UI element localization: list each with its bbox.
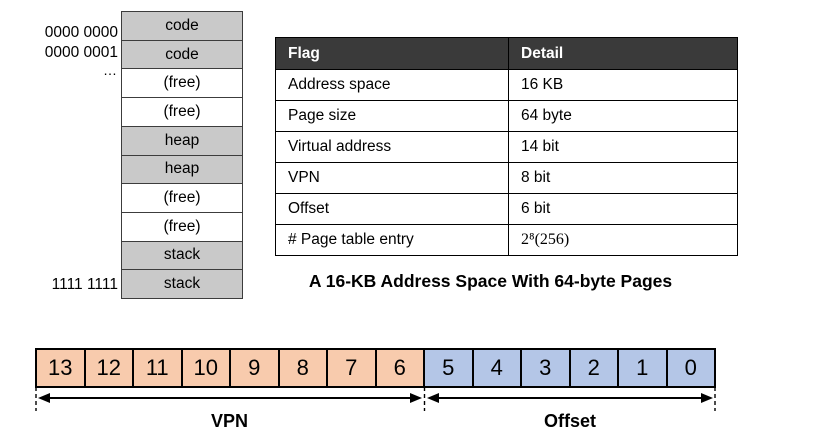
- table-row: VPN 8 bit: [275, 162, 738, 194]
- flag-detail-table: Flag Detail Address space 16 KB Page siz…: [275, 37, 738, 256]
- table-row: Page size 64 byte: [275, 100, 738, 132]
- address-ellipsis: …: [103, 62, 118, 78]
- memory-cell-free: (free): [122, 211, 242, 241]
- bit-cell-7: 7: [326, 350, 375, 386]
- detail-cell: 2⁸(256): [508, 224, 738, 256]
- flag-cell: Virtual address: [275, 131, 509, 163]
- table-row: Address space 16 KB: [275, 69, 738, 101]
- dashed-boundary-lines: [35, 387, 716, 411]
- memory-cell-free: (free): [122, 97, 242, 126]
- memory-cell-stack: stack: [122, 240, 242, 270]
- bit-cell-5: 5: [423, 350, 472, 386]
- bit-cell-4: 4: [471, 350, 520, 386]
- arrow-heads: [38, 393, 713, 403]
- table-row: Virtual address 14 bit: [275, 131, 738, 163]
- bit-cell-9: 9: [229, 350, 278, 386]
- bit-cell-10: 10: [180, 350, 229, 386]
- flag-cell: Address space: [275, 69, 509, 101]
- address-label: 1111 1111: [51, 276, 118, 293]
- bit-cell-12: 12: [83, 350, 132, 386]
- memory-cell-free: (free): [122, 183, 242, 212]
- bit-cell-2: 2: [568, 350, 617, 386]
- table-row: # Page table entry 2⁸(256): [275, 224, 738, 256]
- figure-caption: A 16-KB Address Space With 64-byte Pages: [308, 271, 673, 291]
- memory-cell-code: code: [122, 12, 242, 40]
- flag-cell: Offset: [275, 193, 509, 225]
- detail-cell: 6 bit: [508, 193, 738, 225]
- address-space-column: code code (free) (free) heap heap (free)…: [121, 11, 243, 299]
- flag-cell: VPN: [275, 162, 509, 194]
- bit-cell-3: 3: [520, 350, 569, 386]
- table-header-row: Flag Detail: [275, 37, 738, 70]
- bit-cell-1: 1: [617, 350, 666, 386]
- virtual-address-bit-row: 13 12 11 10 9 8 7 6 5 4 3 2 1 0: [35, 348, 716, 388]
- memory-cell-heap: heap: [122, 154, 242, 184]
- column-header-flag: Flag: [275, 37, 509, 70]
- table-row: Offset 6 bit: [275, 193, 738, 225]
- address-label: 0000 0000: [44, 24, 118, 41]
- memory-cell-free: (free): [122, 68, 242, 98]
- flag-cell: # Page table entry: [275, 224, 509, 256]
- detail-cell: 8 bit: [508, 162, 738, 194]
- vpn-range-label: VPN: [210, 411, 248, 431]
- page-table-entry-count: 2⁸(256): [521, 231, 570, 248]
- bit-cell-13: 13: [37, 350, 84, 386]
- bit-cell-6: 6: [374, 350, 423, 386]
- offset-range-label: Offset: [543, 411, 596, 431]
- range-arrows: [35, 387, 716, 411]
- memory-cell-code: code: [122, 39, 242, 69]
- bit-cell-8: 8: [277, 350, 326, 386]
- column-header-detail: Detail: [508, 37, 738, 70]
- flag-cell: Page size: [275, 100, 509, 132]
- bit-cell-0: 0: [665, 350, 714, 386]
- detail-cell: 64 byte: [508, 100, 738, 132]
- detail-cell: 14 bit: [508, 131, 738, 163]
- bit-cell-11: 11: [132, 350, 181, 386]
- memory-cell-heap: heap: [122, 125, 242, 155]
- detail-cell: 16 KB: [508, 69, 738, 101]
- memory-cell-stack: stack: [122, 269, 242, 299]
- address-label: 0000 0001: [44, 44, 118, 61]
